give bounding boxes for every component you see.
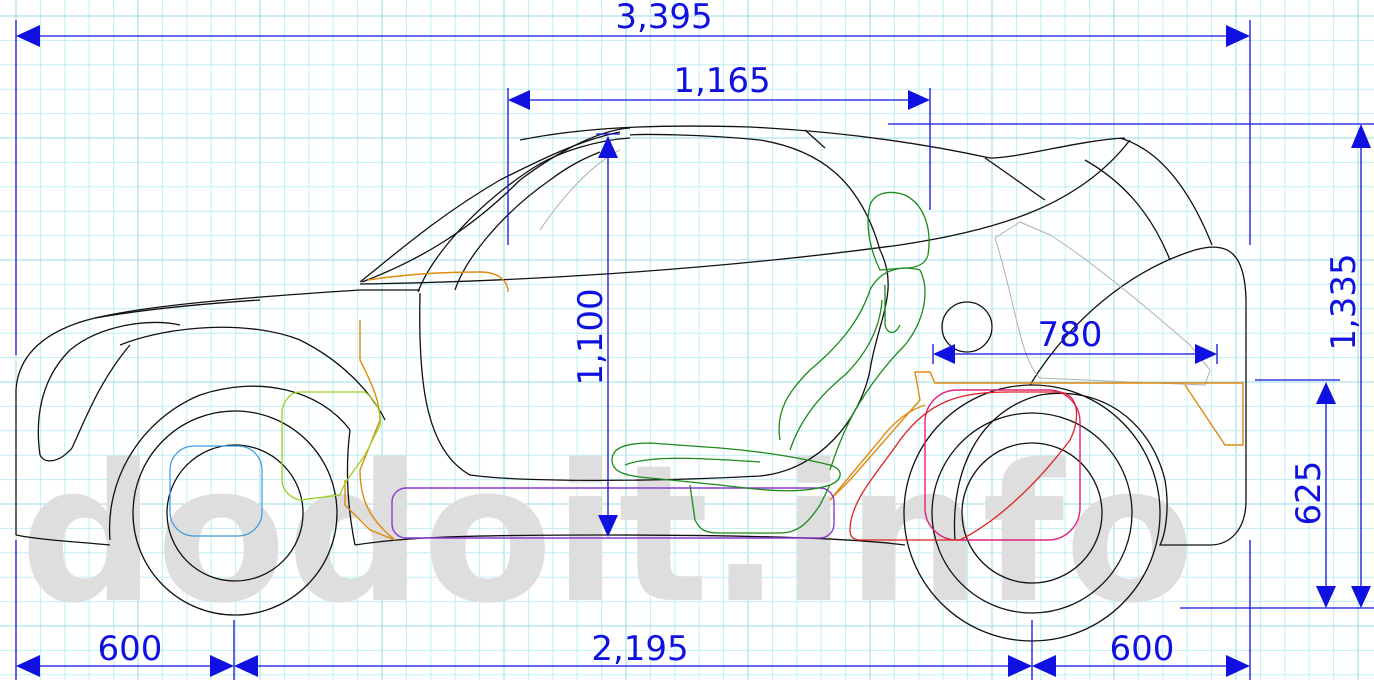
dimension-arrowhead-icon bbox=[1351, 124, 1371, 148]
a-pillar-inner-2 bbox=[454, 151, 601, 291]
rear-motor-block bbox=[924, 389, 1081, 541]
dimension-arrowhead-icon bbox=[1316, 382, 1336, 404]
interior-height-label: 1,100 bbox=[571, 288, 611, 385]
front-fender-inner bbox=[39, 344, 131, 462]
rear-wheel-arch bbox=[953, 392, 1210, 546]
dimension-arrowhead-icon bbox=[1226, 655, 1250, 677]
cabin-length-label: 1,165 bbox=[673, 61, 770, 101]
belt-line bbox=[359, 139, 1131, 285]
front-fascia-outline bbox=[37, 321, 181, 456]
dimension-arrowhead-icon bbox=[1195, 344, 1217, 364]
sill-front-link bbox=[346, 429, 356, 546]
dimension-arrowhead-icon bbox=[598, 515, 618, 537]
front-wheel-arch bbox=[108, 385, 351, 541]
rear-spoiler bbox=[1119, 137, 1213, 246]
dimension-arrowhead-icon bbox=[16, 655, 40, 677]
dimension-lines bbox=[15, 20, 1374, 680]
rear-hatch bbox=[984, 157, 1046, 201]
dimension-arrowhead-icon bbox=[1008, 655, 1032, 677]
front-wheel-rim bbox=[166, 444, 304, 582]
dimension-arrowhead-icon bbox=[908, 90, 930, 110]
sill-line bbox=[354, 534, 906, 546]
dimension-arrowhead-icon bbox=[1032, 655, 1056, 677]
dimension-arrowhead-icon bbox=[1316, 586, 1336, 608]
front-hub-module bbox=[169, 445, 263, 537]
front-storage-box bbox=[281, 391, 381, 501]
rear-body-upper bbox=[1029, 246, 1247, 546]
dimension-arrowhead-icon bbox=[933, 344, 955, 364]
dimension-arrowhead-icon bbox=[508, 90, 530, 110]
rear-deck-height-label: 625 bbox=[1289, 461, 1329, 526]
rear-module-label: 780 bbox=[1038, 315, 1103, 355]
overall-height-label: 1,335 bbox=[1324, 253, 1364, 350]
fuel-cap bbox=[941, 301, 993, 353]
rear-interior-sketch bbox=[539, 149, 1211, 386]
chassis-frame bbox=[344, 271, 1244, 541]
dimension-arrowhead-icon bbox=[234, 655, 258, 677]
dimension-arrowhead-icon bbox=[16, 25, 40, 47]
car-body-outline bbox=[15, 125, 1247, 642]
driver-seat bbox=[611, 191, 930, 534]
wheelbase-label: 2,195 bbox=[591, 629, 688, 669]
dimension-arrowhead-icon bbox=[598, 136, 618, 158]
dimension-arrowhead-icon bbox=[1226, 25, 1250, 47]
front-fender-arch bbox=[119, 326, 386, 421]
drive-unit bbox=[849, 391, 1078, 541]
front-lower bbox=[15, 534, 111, 546]
dimension-arrowhead-icon bbox=[1351, 586, 1371, 608]
rear-pillar bbox=[1084, 159, 1171, 261]
dimension-labels: 3,395 1,165 1,100 780 1,335 625 600 2,19… bbox=[98, 0, 1364, 669]
roof-line bbox=[519, 125, 1126, 159]
b-pillar bbox=[804, 129, 826, 149]
dimension-arrowhead-icon bbox=[210, 655, 234, 677]
headlight-line bbox=[94, 299, 261, 319]
a-pillar-inner bbox=[417, 137, 631, 293]
rear-wheel-rim bbox=[961, 442, 1103, 584]
rear-wheel-rim-outer bbox=[931, 412, 1133, 614]
overall-length-label: 3,395 bbox=[615, 0, 712, 37]
windshield-frame bbox=[361, 127, 631, 283]
front-bumper-outline bbox=[15, 289, 420, 535]
battery-pack bbox=[391, 487, 835, 539]
front-wheel-tire bbox=[132, 410, 338, 616]
front-overhang-label: 600 bbox=[98, 629, 163, 669]
rear-overhang-label: 600 bbox=[1110, 629, 1175, 669]
